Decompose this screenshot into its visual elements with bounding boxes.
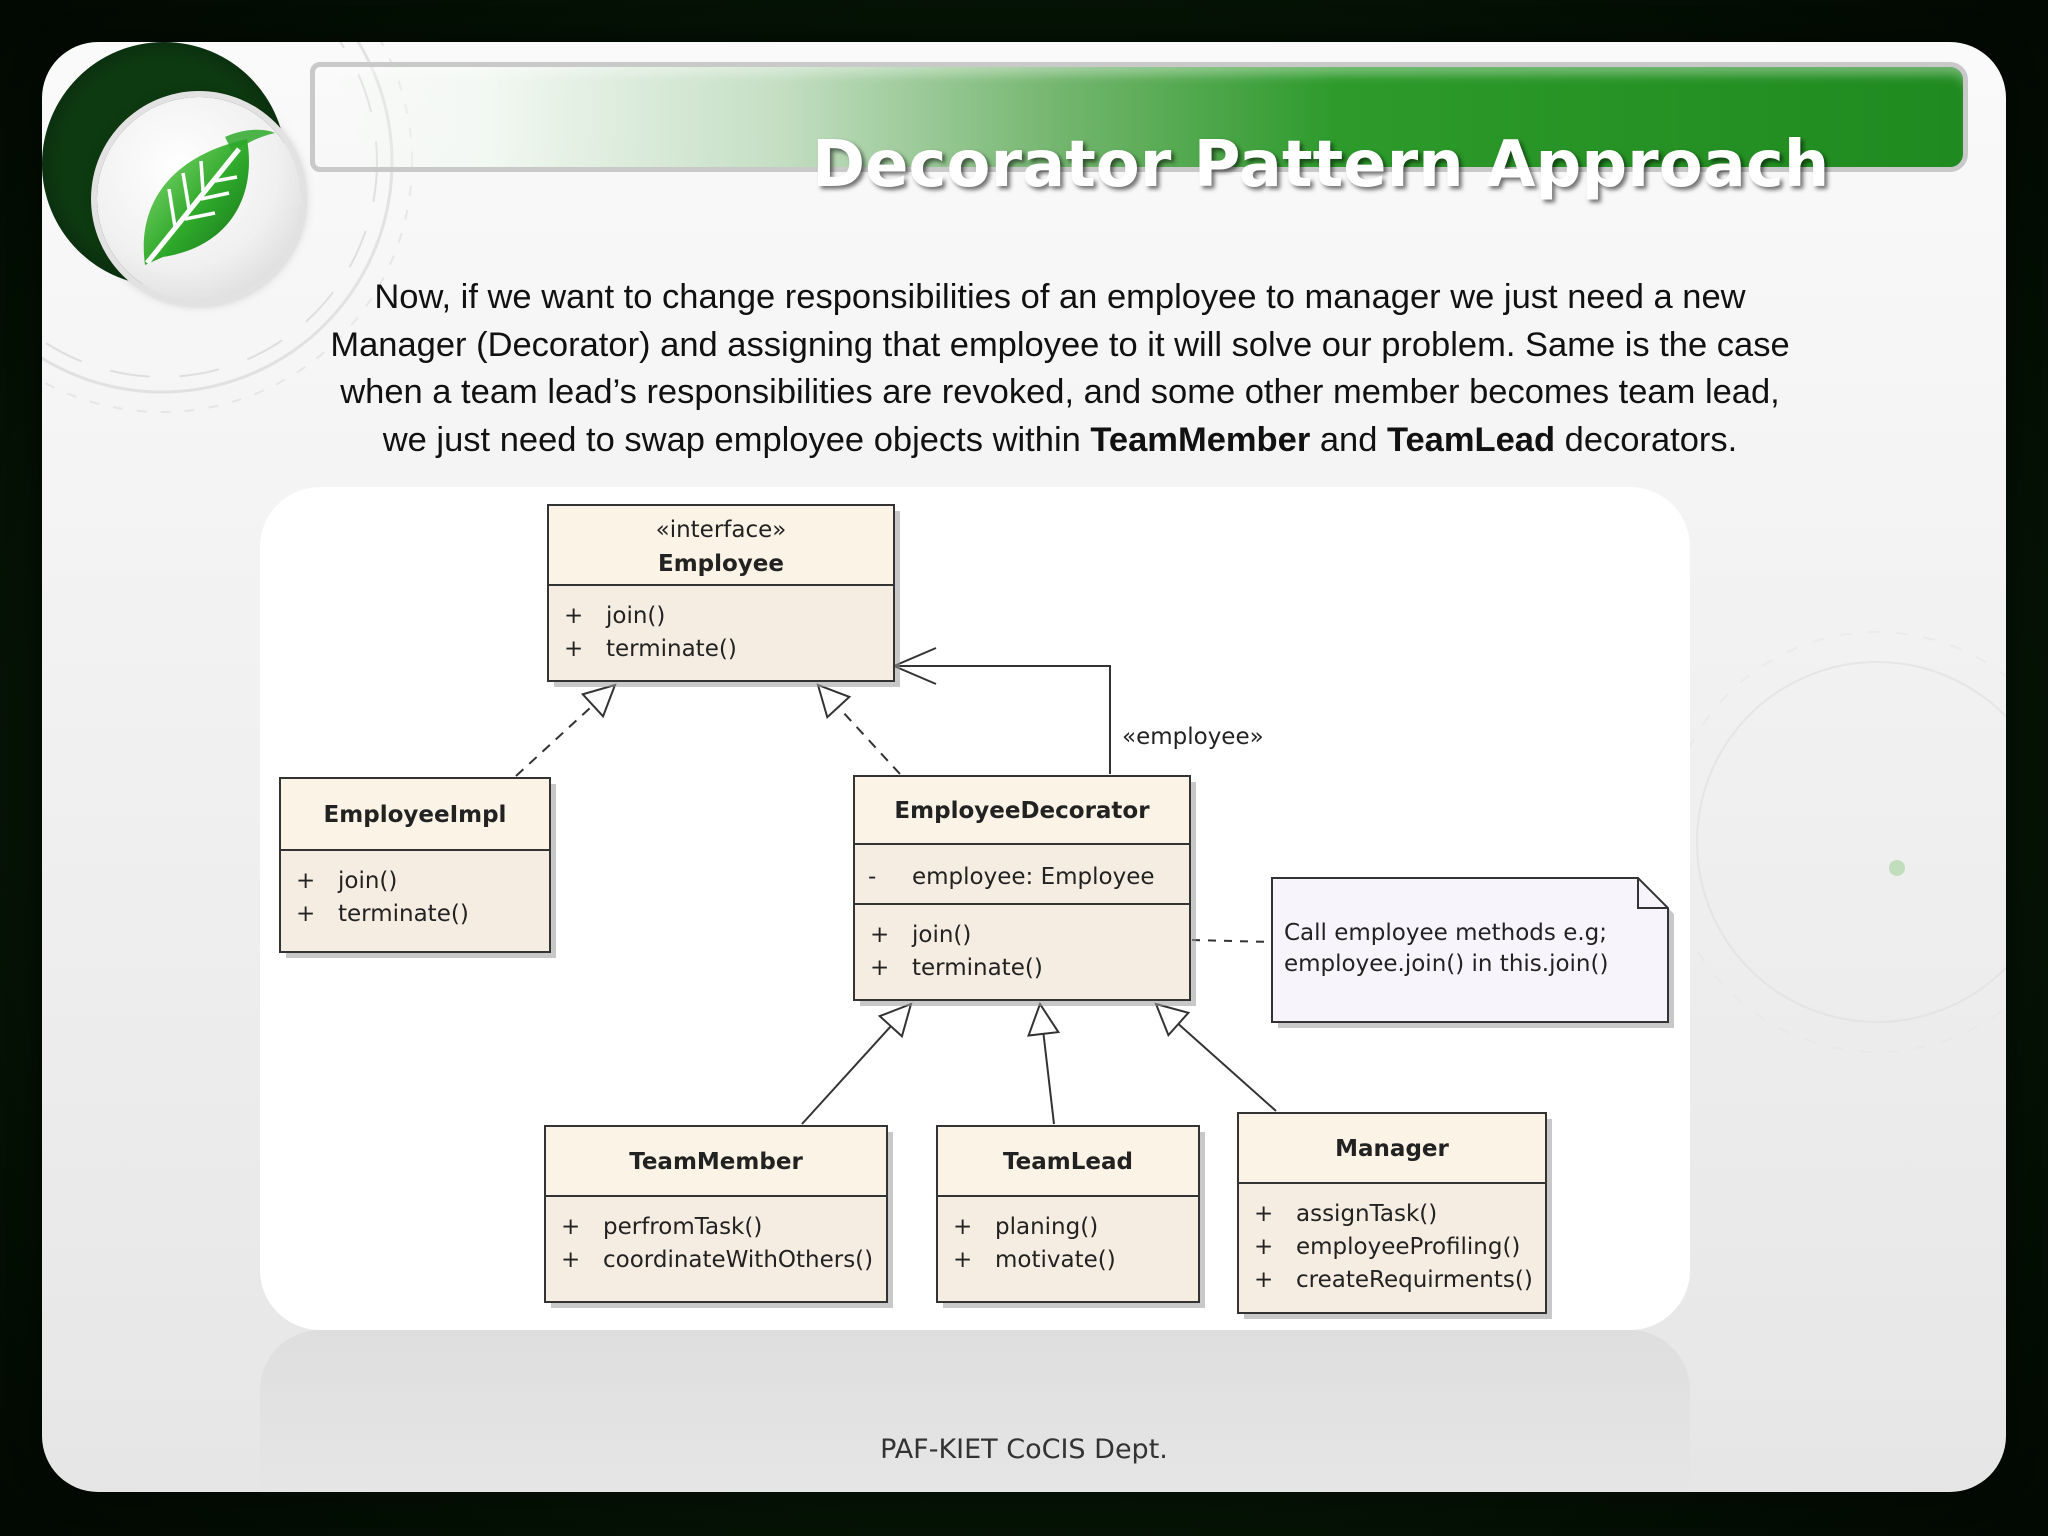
method-visibility: + xyxy=(1254,1201,1273,1227)
class-header xyxy=(1239,1114,1545,1183)
class-header xyxy=(938,1127,1198,1196)
realization-line xyxy=(837,706,901,775)
class-name: EmployeeImpl xyxy=(324,802,507,828)
class-method: motivate() xyxy=(995,1247,1116,1273)
class-name: Manager xyxy=(1335,1136,1449,1162)
body-line: when a team lead’s responsibilities are … xyxy=(260,369,1860,417)
uml-class-employee-decorator: EmployeeDecorator - employee: Employee + joi… xyxy=(853,775,1196,1006)
class-method: join() xyxy=(337,868,397,894)
uml-class-team-member: TeamMember + perfromTask() + coordinateWithO… xyxy=(544,1125,893,1308)
body-run: Now, if we want to change responsibiliti… xyxy=(374,278,1746,316)
body-run: we just need to swap employee objects wi… xyxy=(382,420,1091,459)
note-text: employee.join() in this.join() xyxy=(1284,951,1608,977)
class-header xyxy=(546,1127,886,1196)
body-run: Manager (Decorator) and assigning that e… xyxy=(330,325,1790,364)
class-name: TeamMember xyxy=(629,1149,803,1175)
class-method: terminate() xyxy=(606,636,737,662)
uml-class-employee: «interface» Employee + join() + terminate() xyxy=(547,504,900,687)
method-visibility: + xyxy=(1254,1234,1273,1260)
title-bar xyxy=(310,62,1968,172)
method-visibility: + xyxy=(564,603,583,629)
body-run: when a team lead’s responsibilities are … xyxy=(340,373,1780,411)
uml-note: Call employee methods e.g; employee.join(… xyxy=(1271,877,1674,1028)
class-method: join() xyxy=(911,922,971,948)
method-visibility: + xyxy=(870,955,889,981)
body-line: Now, if we want to change responsibiliti… xyxy=(260,274,1860,322)
logo-badge xyxy=(42,42,301,301)
method-visibility: + xyxy=(1254,1267,1273,1293)
method-visibility: + xyxy=(296,868,315,894)
method-visibility: + xyxy=(953,1214,972,1240)
generalization-line xyxy=(1042,1033,1055,1125)
class-name: TeamLead xyxy=(1003,1149,1133,1175)
class-method: assignTask() xyxy=(1296,1201,1437,1227)
class-stereotype: «interface» xyxy=(656,517,787,543)
class-header xyxy=(549,506,893,585)
body-run: decorators. xyxy=(1555,420,1738,459)
generalization-arrowhead xyxy=(1154,1002,1191,1038)
body-emphasis: TeamLead xyxy=(1386,420,1556,459)
generalization-arrowhead xyxy=(1027,1001,1061,1037)
diagram-reflection xyxy=(260,1330,1690,1500)
uml-class-team-lead: TeamLead + planing() + motivate() xyxy=(936,1125,1205,1308)
note-fold xyxy=(1637,878,1668,909)
class-method: terminate() xyxy=(338,901,469,927)
attribute-visibility: - xyxy=(868,864,876,890)
note-link xyxy=(1191,939,1273,943)
class-method: employeeProfiling() xyxy=(1296,1234,1520,1260)
leaf-icon xyxy=(143,129,275,265)
class-method: join() xyxy=(605,603,665,629)
method-visibility: + xyxy=(561,1214,580,1240)
class-header xyxy=(855,777,1189,844)
slide-title: Decorator Pattern Approach xyxy=(812,128,1830,202)
method-visibility: + xyxy=(561,1247,580,1273)
class-name: Employee xyxy=(658,551,784,577)
method-visibility: + xyxy=(953,1247,972,1273)
method-visibility: + xyxy=(564,636,583,662)
class-method: createRequirments() xyxy=(1296,1267,1533,1293)
body-line: we just need to swap employee objects wi… xyxy=(260,417,1860,465)
method-visibility: + xyxy=(870,922,889,948)
association-line xyxy=(894,665,1111,774)
class-attribute: employee: Employee xyxy=(912,864,1155,890)
realization-line xyxy=(515,704,594,777)
body-text: Now, if we want to change responsibiliti… xyxy=(260,274,1860,464)
class-method: planing() xyxy=(995,1214,1098,1240)
generalization-arrowhead xyxy=(877,1002,913,1039)
class-header xyxy=(281,779,549,850)
note-text: Call employee methods e.g; xyxy=(1284,920,1607,946)
uml-class-employee-impl: EmployeeImpl + join() + terminate() xyxy=(279,777,556,958)
generalization-line xyxy=(801,1025,892,1125)
footer-text: PAF-KIET CoCIS Dept. xyxy=(880,1434,1168,1465)
class-method: coordinateWithOthers() xyxy=(603,1247,873,1273)
class-method: terminate() xyxy=(912,955,1043,981)
association-label: «employee» xyxy=(1122,724,1264,750)
realization-arrowhead xyxy=(580,683,617,719)
generalization-line xyxy=(1177,1023,1277,1112)
body-line: Manager (Decorator) and assigning that e… xyxy=(260,322,1860,370)
method-visibility: + xyxy=(296,901,315,927)
logo-inner xyxy=(97,97,301,301)
body-run: and xyxy=(1310,420,1387,459)
uml-class-manager: Manager + assignTask() + employeeProfiling()… xyxy=(1237,1112,1552,1319)
body-emphasis: TeamMember xyxy=(1090,420,1311,459)
class-name: EmployeeDecorator xyxy=(894,798,1150,824)
realization-arrowhead xyxy=(816,683,852,720)
class-method: perfromTask() xyxy=(603,1214,762,1240)
note-box xyxy=(1271,877,1669,1023)
